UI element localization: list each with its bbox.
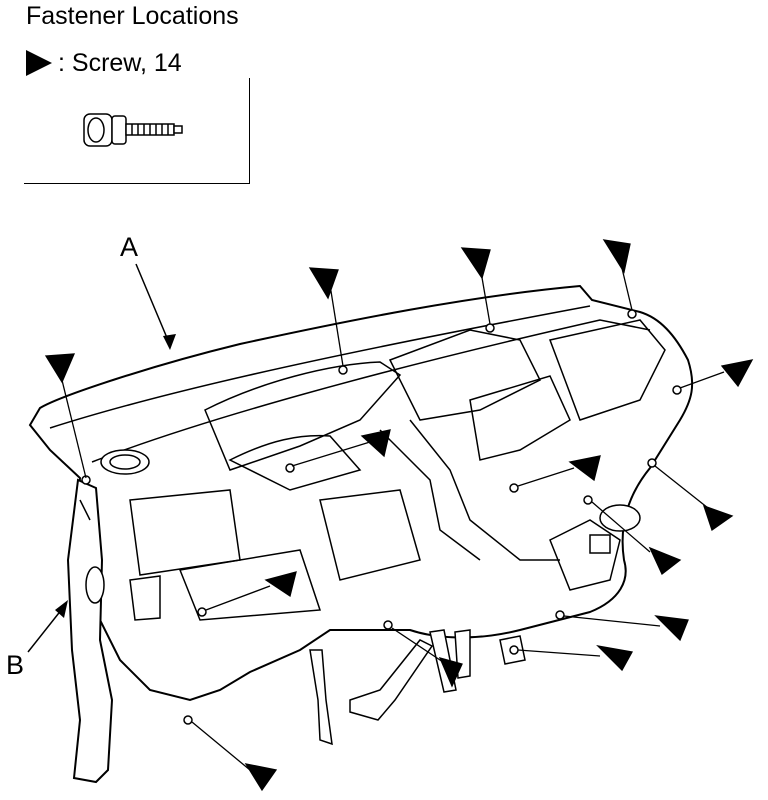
screw-arrow-icon: [26, 50, 52, 76]
lower-brackets: [309, 629, 526, 746]
screw-arrow-icon: [438, 657, 463, 688]
screw-arrow-icon: [264, 571, 297, 598]
diagram-title: Fastener Locations: [26, 2, 239, 30]
screw-arrow-icon: [360, 429, 391, 458]
screw-arrow-icon: [308, 267, 339, 300]
legend-screw-label: : Screw, 14: [58, 48, 182, 77]
screw-icon: [83, 113, 183, 147]
screw-arrow-icon: [702, 504, 734, 532]
legend-box: [24, 78, 250, 184]
fastener-indicators: [44, 239, 754, 792]
screw-arrow-icon: [648, 546, 682, 576]
screw-arrow-icon: [596, 645, 634, 672]
screw-arrow-icon: [44, 353, 76, 384]
screw-arrow-icon: [568, 455, 601, 482]
left-support-b: [66, 478, 114, 784]
screw-arrow-icon: [602, 239, 631, 274]
screw-arrow-icon: [720, 359, 754, 388]
screw-arrow-icon: [244, 763, 278, 792]
screw-arrow-icon: [654, 615, 689, 642]
dashboard-a: [28, 284, 694, 702]
screw-arrow-icon: [460, 247, 491, 280]
legend-screw: : Screw, 14: [24, 48, 182, 78]
callout-a: A: [120, 232, 139, 262]
callout-b: B: [6, 650, 25, 680]
